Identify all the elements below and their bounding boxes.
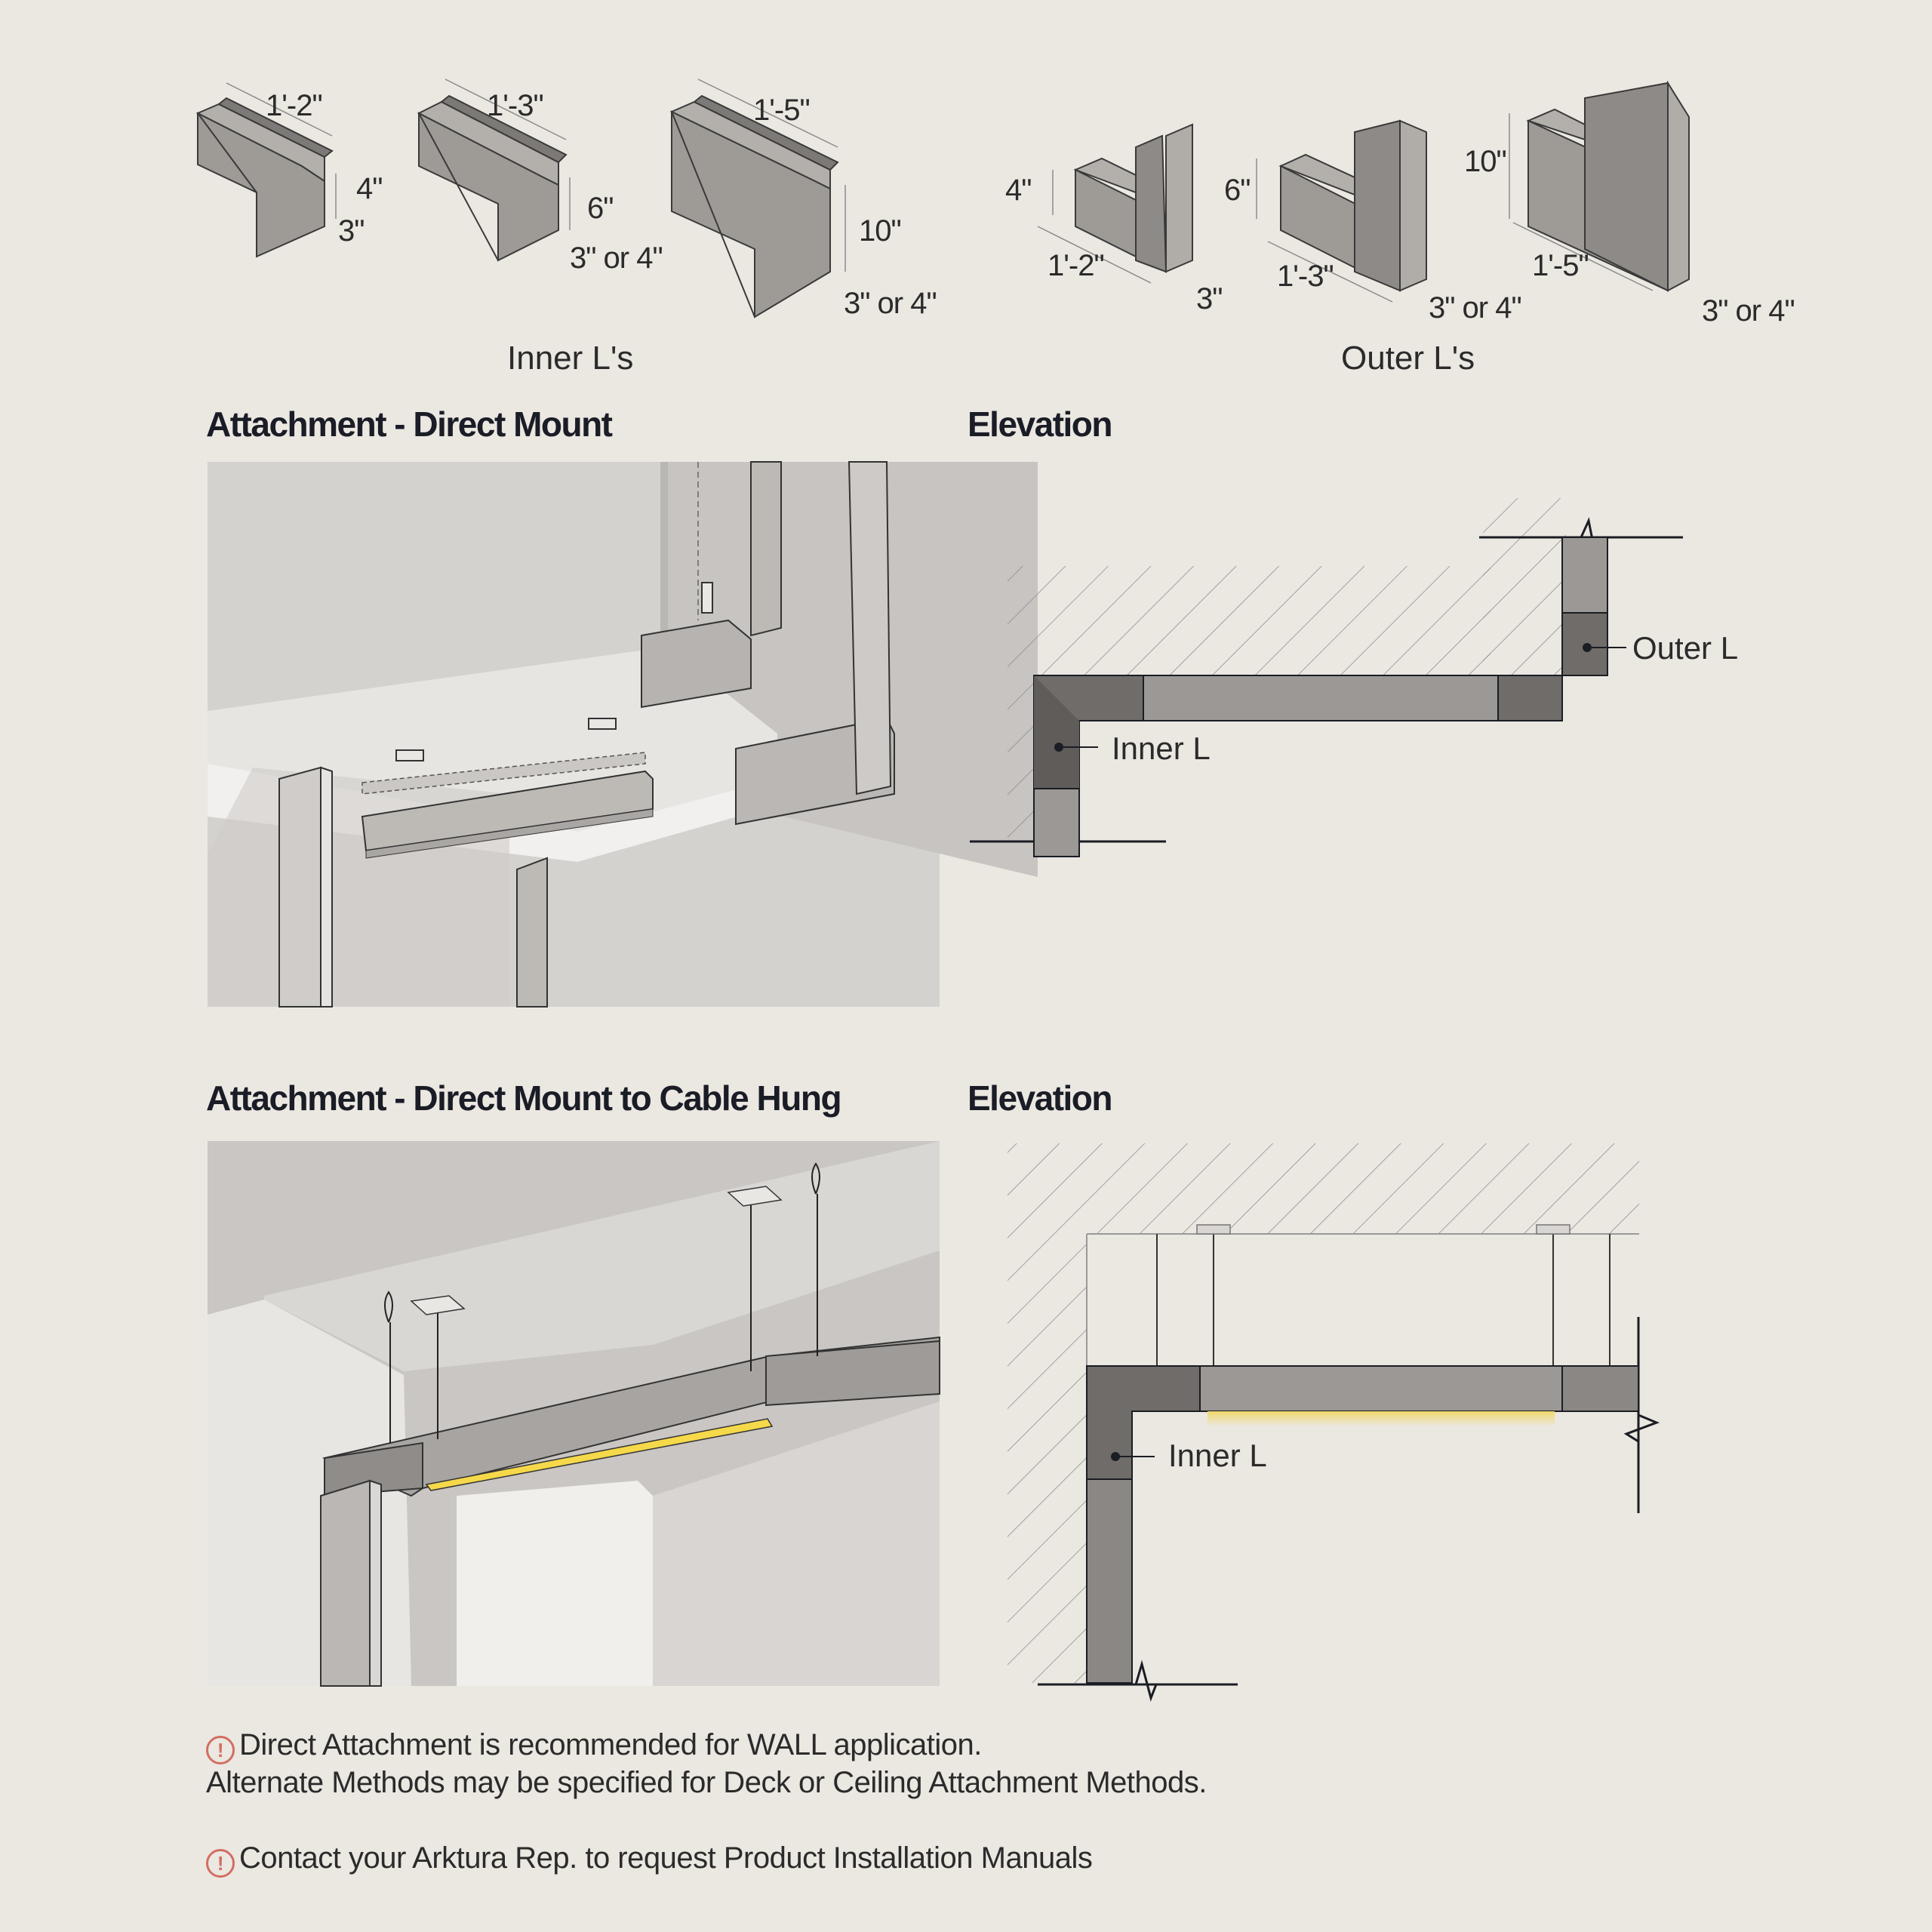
warning-icon: ! — [206, 1849, 235, 1878]
section2-elevation-heading: Elevation — [968, 1078, 1113, 1118]
elevation-2-drawing — [1008, 1143, 1660, 1702]
elevation-2-inner-l-label: Inner L — [1168, 1438, 1267, 1473]
inner-l-piece-1 — [195, 97, 334, 258]
note-contact-rep: !Contact your Arktura Rep. to request Pr… — [206, 1841, 1093, 1878]
inner-l-2-length: 1'-3" — [487, 89, 544, 122]
elevation-1-outer-l-label: Outer L — [1632, 630, 1739, 666]
inner-l-1-depth: 3" — [338, 214, 365, 248]
inner-l-drawings — [195, 78, 1690, 318]
outer-l-piece-2 — [1278, 119, 1427, 292]
inner-l-3-depth: 3" or 4" — [844, 287, 937, 320]
inner-l-3-length: 1'-5" — [753, 94, 811, 127]
section1-elevation-heading: Elevation — [968, 405, 1113, 444]
inner-l-1-height: 4" — [356, 172, 383, 205]
inner-l-3-height: 10" — [859, 214, 902, 248]
note-line-3: Contact your Arktura Rep. to request Pro… — [239, 1841, 1093, 1875]
outer-l-piece-3 — [1526, 80, 1690, 292]
direct-mount-render — [208, 461, 1038, 1008]
outer-l-3-length: 1'-5" — [1532, 249, 1589, 282]
outer-l-2-depth: 3" or 4" — [1429, 291, 1522, 325]
elevation-1-inner-l-label: Inner L — [1112, 731, 1211, 766]
inner-ls-label: Inner L's — [507, 340, 634, 377]
outer-ls-label: Outer L's — [1341, 340, 1475, 377]
inner-l-piece-3 — [669, 94, 839, 318]
outer-l-2-height: 6" — [1224, 174, 1251, 207]
note-direct-attachment: !Direct Attachment is recommended for WA… — [206, 1728, 982, 1764]
inner-l-piece-2 — [417, 94, 568, 262]
inner-l-2-depth: 3" or 4" — [570, 242, 663, 275]
outer-l-1-height: 4" — [1005, 174, 1032, 207]
outer-l-3-depth: 3" or 4" — [1702, 294, 1795, 328]
cable-hung-render — [208, 1141, 940, 1687]
warning-icon: ! — [206, 1736, 235, 1764]
note-line-2: Alternate Methods may be specified for D… — [206, 1766, 1207, 1799]
inner-l-1-length: 1'-2" — [266, 89, 323, 122]
section1-heading: Attachment - Direct Mount — [206, 405, 613, 444]
outer-l-1-depth: 3" — [1196, 282, 1223, 315]
outer-l-3-height: 10" — [1464, 145, 1507, 178]
note-line-1: Direct Attachment is recommended for WAL… — [239, 1728, 982, 1761]
outer-l-2-length: 1'-3" — [1277, 260, 1334, 293]
outer-l-1-length: 1'-2" — [1048, 249, 1105, 282]
elevation-1-drawing — [970, 498, 1683, 857]
inner-l-2-height: 6" — [587, 192, 614, 225]
section2-heading: Attachment - Direct Mount to Cable Hung — [206, 1078, 842, 1118]
outer-l-piece-1 — [1073, 123, 1193, 273]
